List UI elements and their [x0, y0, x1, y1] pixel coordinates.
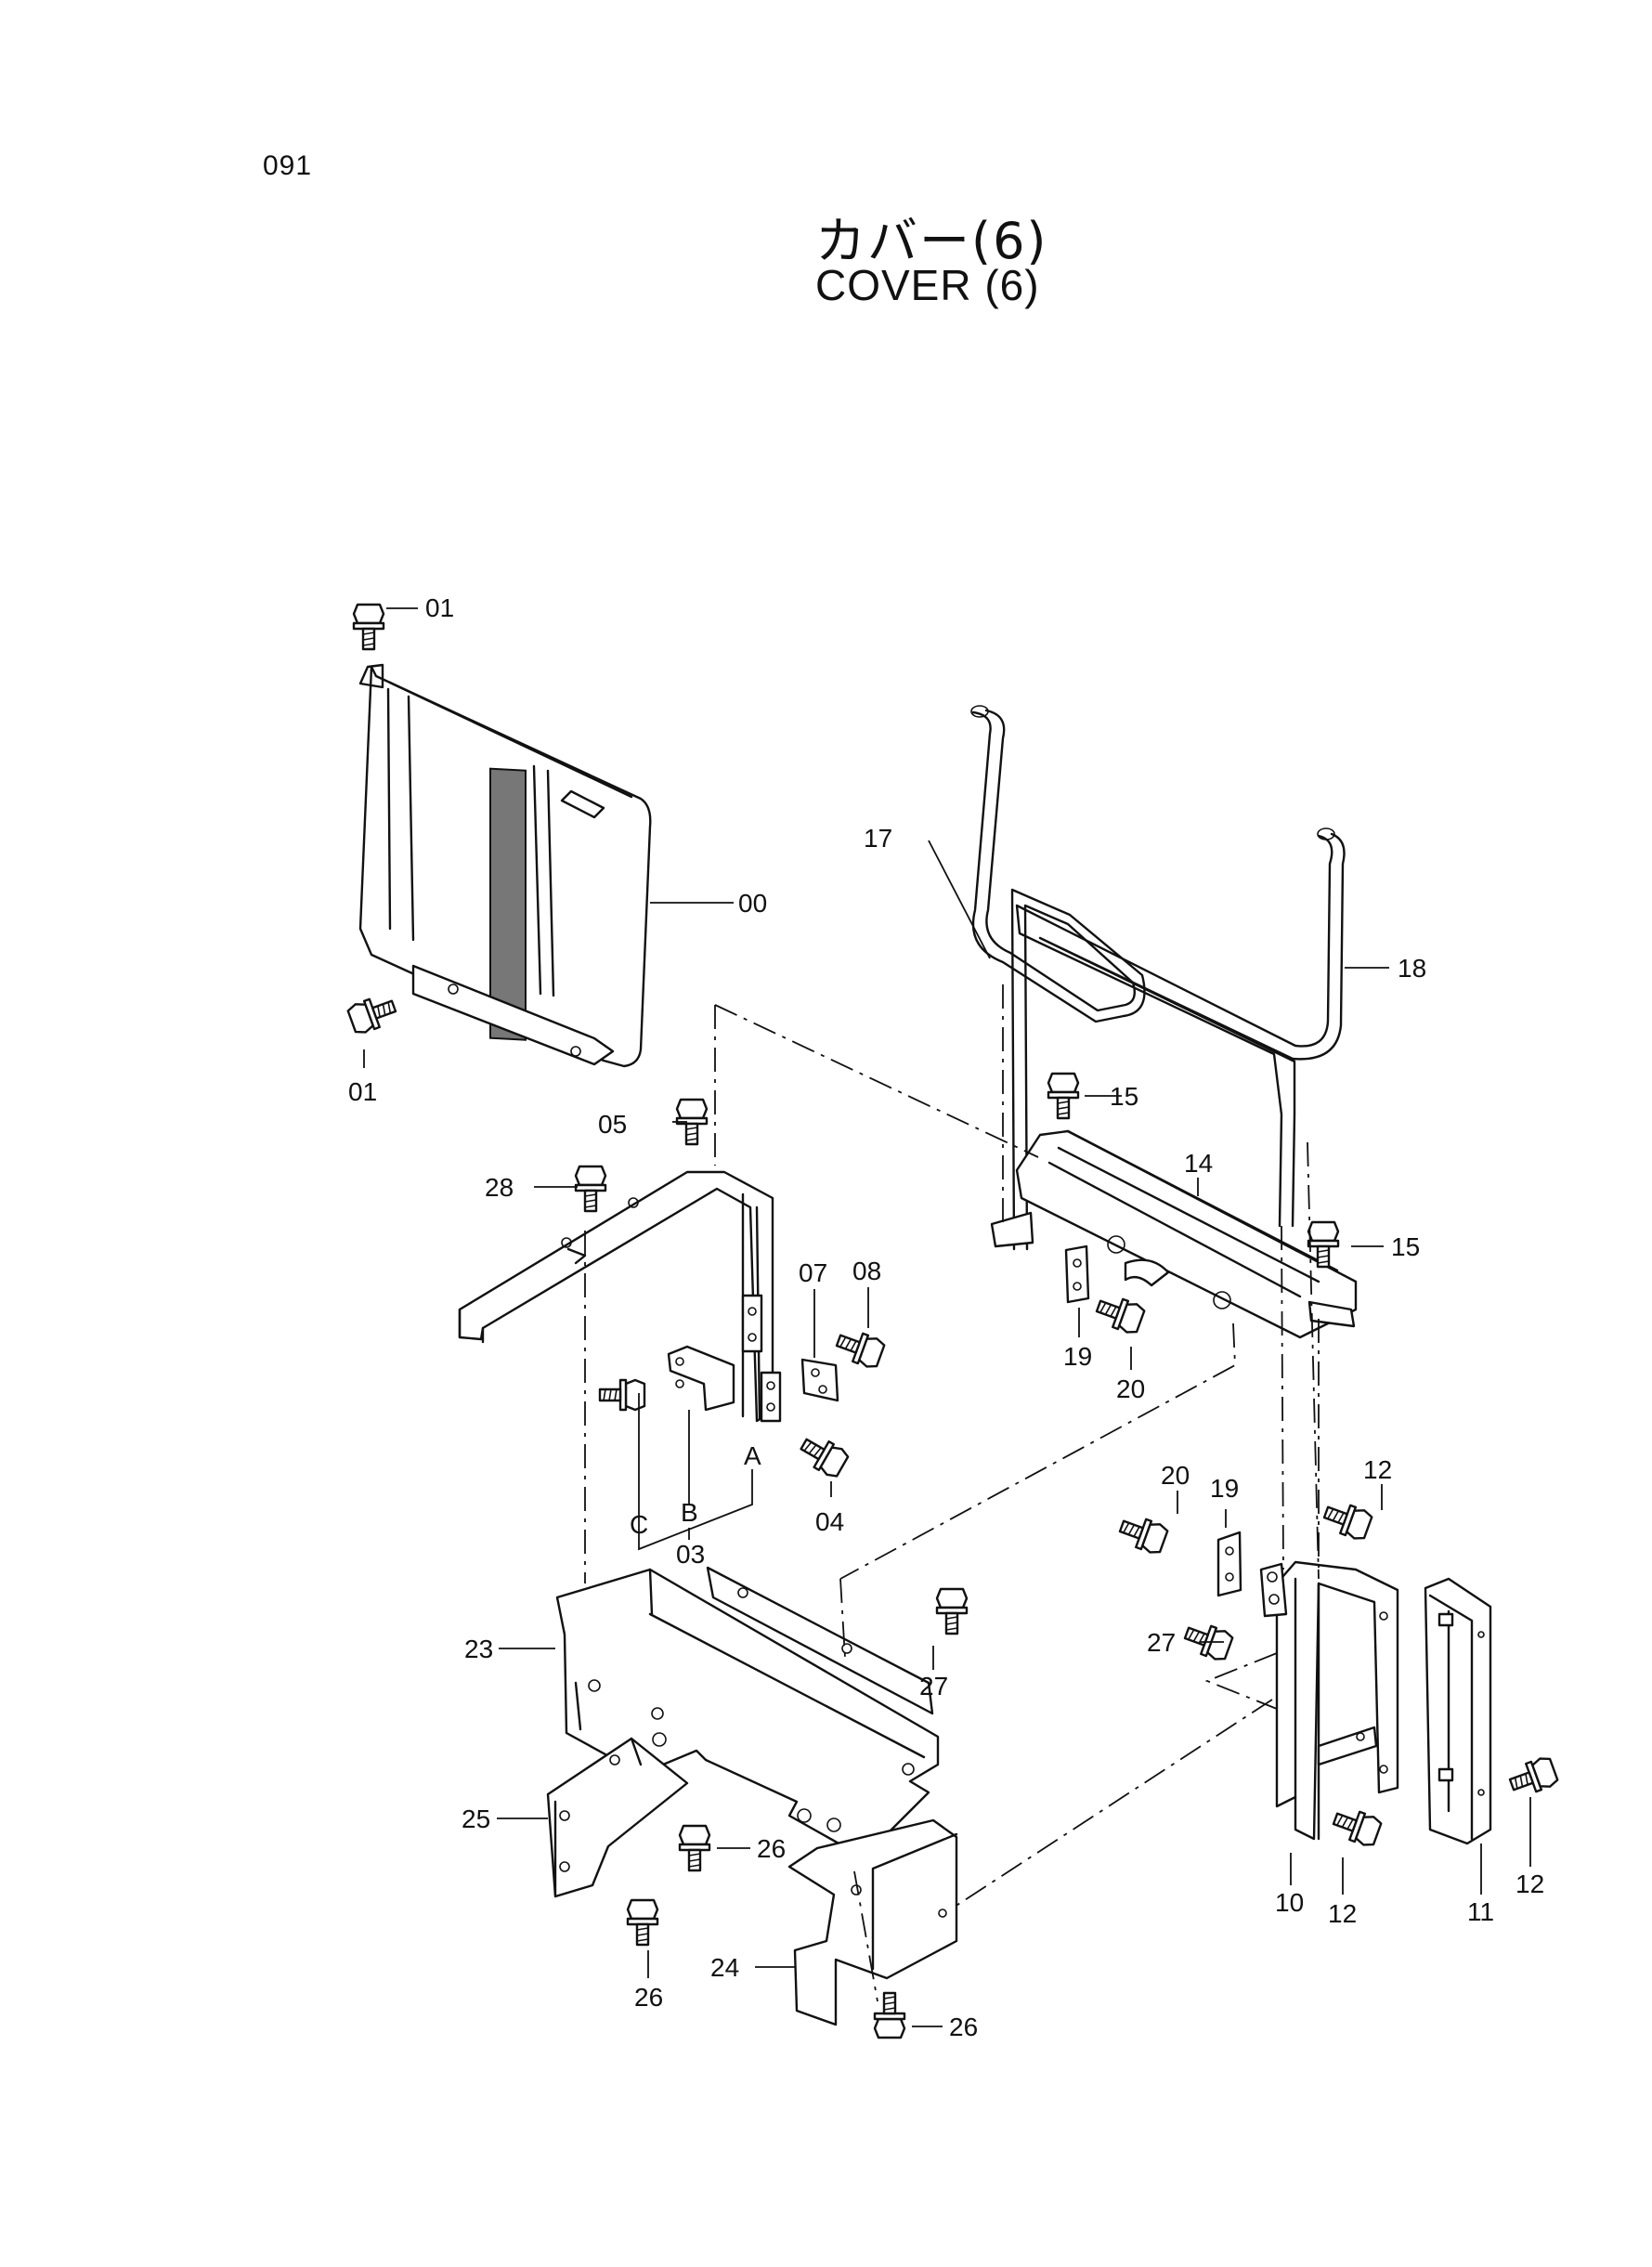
callout-11: 11 — [1467, 1897, 1494, 1926]
callout-00: 00 — [738, 889, 767, 918]
bolt-20-lower-icon — [1115, 1511, 1170, 1557]
bolt-26-middle-icon — [678, 1824, 711, 1872]
bolt-12-upper-icon — [1320, 1497, 1374, 1544]
callout-05: 05 — [598, 1110, 627, 1139]
callout-26-lower-left: 26 — [634, 1983, 663, 2012]
callout-19-lower: 19 — [1210, 1474, 1239, 1503]
ref-a: A — [744, 1441, 761, 1470]
part-19-clip-right — [1216, 1531, 1288, 1618]
bolt-01-upper-icon — [352, 603, 385, 651]
callout-27-left: 27 — [919, 1672, 948, 1700]
callout-01-lower: 01 — [348, 1077, 377, 1106]
bolt-08-icon — [832, 1325, 887, 1372]
callout-07: 07 — [799, 1258, 827, 1287]
ref-c: C — [630, 1510, 648, 1539]
bolt-27-right-icon — [1180, 1618, 1235, 1664]
leader-lines — [363, 607, 1531, 2027]
callout-20-lower: 20 — [1161, 1461, 1190, 1490]
bolt-28-icon — [574, 1165, 607, 1213]
bolt-12-middle-icon — [1329, 1804, 1384, 1850]
ref-b: B — [681, 1498, 698, 1527]
callout-12-upper: 12 — [1363, 1455, 1392, 1484]
callout-03: 03 — [676, 1540, 705, 1569]
callout-14: 14 — [1184, 1149, 1213, 1178]
part-10-side-frame — [1275, 1560, 1399, 1841]
callout-01-upper: 01 — [425, 593, 454, 622]
callout-27-right: 27 — [1147, 1628, 1176, 1657]
bolt-20-upper-icon — [1092, 1291, 1147, 1337]
part-23-bottom-plate — [555, 1566, 940, 1859]
callout-26-middle: 26 — [757, 1834, 786, 1863]
page-number: 091 — [263, 150, 313, 181]
callout-18: 18 — [1398, 954, 1426, 983]
bolt-01-lower-icon — [345, 991, 400, 1037]
callout-28: 28 — [485, 1173, 514, 1202]
bolt-26-lower-right-icon — [873, 1991, 906, 2039]
callout-08: 08 — [852, 1257, 881, 1285]
page-title-japanese: カバー(6) — [815, 212, 1048, 270]
callout-12-middle: 12 — [1328, 1899, 1357, 1928]
part-14-frame-bracket — [990, 1129, 1358, 1339]
part-00-cover-panel — [358, 663, 652, 1068]
callout-labels: 01 01 00 05 28 07 08 04 03 A B C 17 18 1… — [348, 593, 1544, 2041]
callout-23: 23 — [464, 1635, 493, 1663]
callout-04: 04 — [815, 1507, 844, 1536]
callout-15-lower: 15 — [1391, 1232, 1420, 1261]
callout-17: 17 — [864, 824, 892, 853]
alignment-lines — [584, 984, 1320, 2002]
callout-15-upper: 15 — [1110, 1082, 1138, 1111]
part-bracket-left-assembly — [458, 1170, 839, 1423]
part-11-side-panel — [1424, 1577, 1492, 1845]
part-24-corner-cover — [787, 1818, 958, 2026]
callout-20-upper: 20 — [1116, 1375, 1145, 1403]
bolt-03-icon — [598, 1378, 646, 1412]
callout-10: 10 — [1275, 1888, 1304, 1917]
part-18-handrail-rod — [1015, 827, 1346, 1228]
callout-26-lower-right: 26 — [949, 2013, 978, 2041]
bolt-04-icon — [795, 1429, 852, 1481]
reference-lines — [638, 1393, 753, 1551]
bolt-26-lower-left-icon — [626, 1898, 659, 1947]
callout-25: 25 — [462, 1804, 490, 1833]
callout-19-upper: 19 — [1063, 1342, 1092, 1371]
page-title-english: COVER (6) — [815, 261, 1040, 309]
bolt-27-left-icon — [935, 1587, 969, 1635]
part-25-side-bracket — [546, 1737, 689, 1898]
bolt-15-upper-icon — [1047, 1072, 1080, 1120]
callout-24: 24 — [710, 1953, 739, 1982]
bolt-12-lower-icon — [1505, 1753, 1560, 1800]
callout-12-lower: 12 — [1515, 1870, 1544, 1898]
